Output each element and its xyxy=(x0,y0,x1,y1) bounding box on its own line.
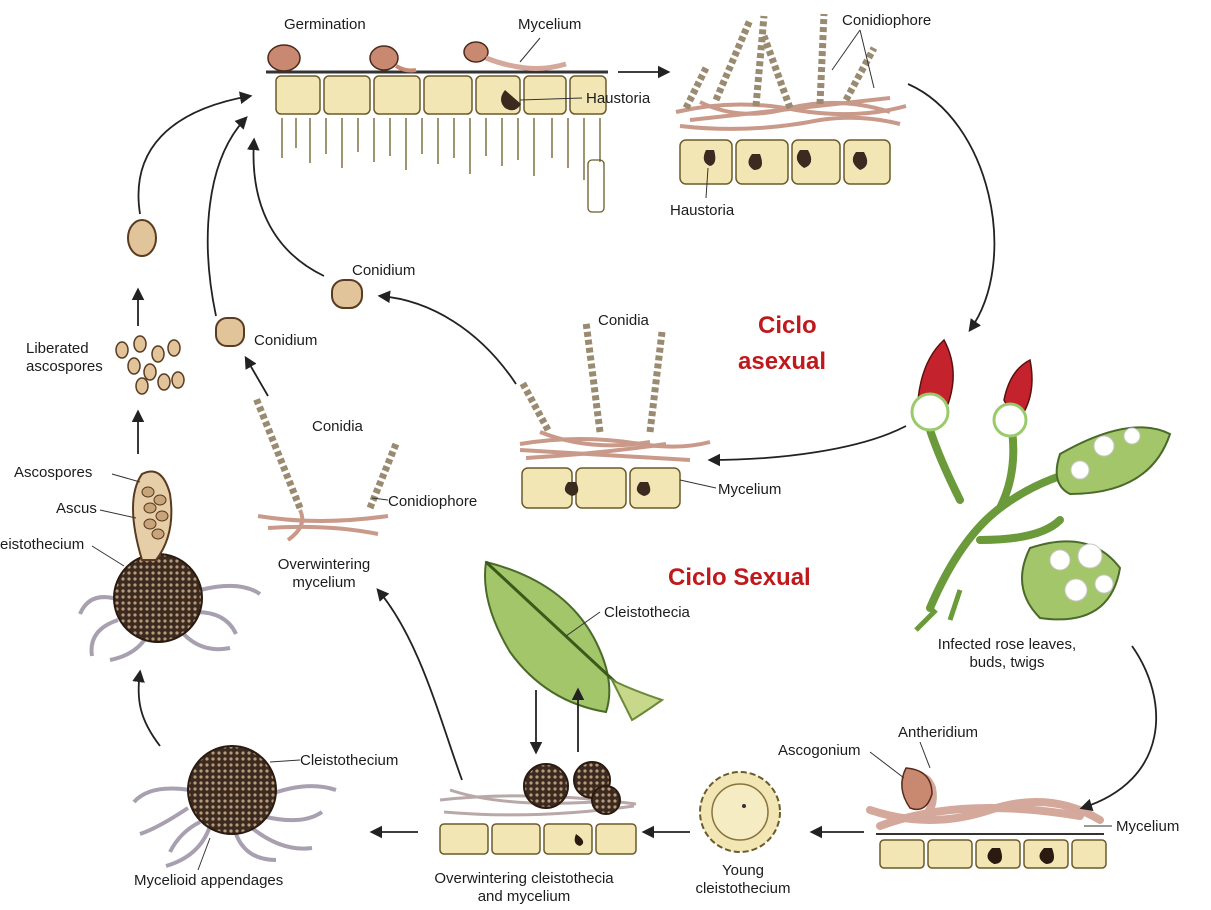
label-haustoria-right: Haustoria xyxy=(670,202,734,219)
label-conidium-upper: Conidium xyxy=(352,262,415,279)
label-haustoria-top: Haustoria xyxy=(586,90,650,107)
label-infected-line2: buds, twigs xyxy=(904,654,1110,671)
label-cleistothecium-bottom: Cleistothecium xyxy=(300,752,398,769)
label-young-line2: cleistothecium xyxy=(668,880,818,897)
label-liberated-line1: Liberated xyxy=(26,340,89,357)
label-mycelium-mid: Mycelium xyxy=(718,481,781,498)
label-young-line1: Young xyxy=(668,862,818,879)
label-cleistothecium-left: eistothecium xyxy=(0,536,84,553)
label-ascospores: Ascospores xyxy=(14,464,92,481)
label-ascus: Ascus xyxy=(56,500,97,517)
cleistothecium-with-ascus xyxy=(80,472,260,661)
label-overwintering-mycelium-line2: mycelium xyxy=(254,574,394,591)
label-overwintering-cleistothecia-line2: and mycelium xyxy=(396,888,652,905)
label-conidia-center: Conidia xyxy=(598,312,649,329)
label-conidium-left: Conidium xyxy=(254,332,317,349)
label-conidiophore-left: Conidiophore xyxy=(388,493,477,510)
overwintering-cleistothecia-tissue xyxy=(440,762,636,854)
label-antheridium: Antheridium xyxy=(898,724,978,741)
title-ciclo-sexual: Ciclo Sexual xyxy=(668,564,811,592)
label-conidiophore-top: Conidiophore xyxy=(842,12,931,29)
label-ascogonium: Ascogonium xyxy=(778,742,861,759)
liberated-ascospores xyxy=(116,336,184,394)
young-cleistothecium xyxy=(700,772,780,852)
label-overwintering-mycelium-line1: Overwintering xyxy=(254,556,394,573)
label-cleistothecia-leaf: Cleistothecia xyxy=(604,604,690,621)
conidiophore-tissue xyxy=(676,14,906,198)
conidium-spores xyxy=(128,220,362,346)
label-mycelium-top: Mycelium xyxy=(518,16,581,33)
infected-rose-branch xyxy=(912,340,1170,630)
label-mycelium-bottom: Mycelium xyxy=(1116,818,1179,835)
title-ciclo-asexual-line1: Ciclo xyxy=(758,312,817,340)
germination-tissue xyxy=(266,38,608,212)
conidia-center-tissue xyxy=(520,322,716,508)
label-infected-line1: Infected rose leaves, xyxy=(904,636,1110,653)
leaf-with-cleistothecia xyxy=(485,562,662,720)
label-liberated-line2: ascospores xyxy=(26,358,103,375)
sexual-organs-tissue xyxy=(870,742,1112,868)
cycle-arrows xyxy=(138,72,1156,832)
label-conidia-left: Conidia xyxy=(312,418,363,435)
label-overwintering-cleistothecia-line1: Overwintering cleistothecia xyxy=(396,870,652,887)
title-ciclo-asexual-line2: asexual xyxy=(738,348,826,376)
label-germination: Germination xyxy=(284,16,366,33)
label-mycelioid-appendages: Mycelioid appendages xyxy=(134,872,283,889)
